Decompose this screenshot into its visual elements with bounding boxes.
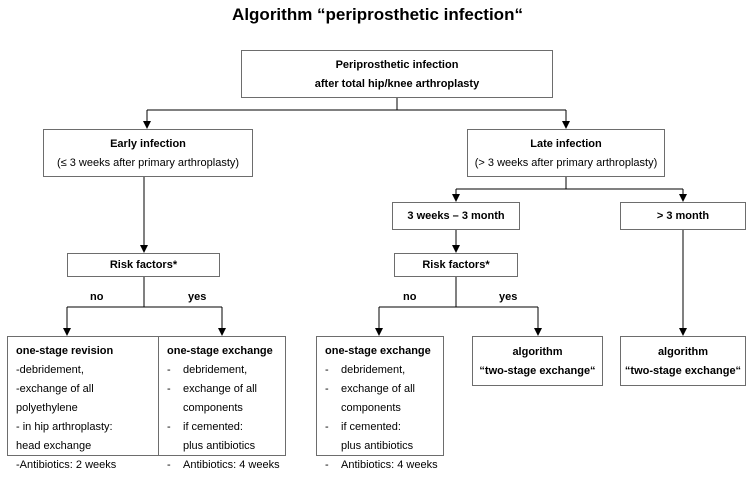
box-3-weeks-3-month: 3 weeks – 3 month: [392, 202, 520, 230]
exchange-left-item: -if cemented:: [167, 421, 243, 433]
exchange-right-item: -debridement,: [325, 364, 406, 376]
risk-left-label: Risk factors*: [109, 259, 178, 271]
algo-right-line1: algorithm: [657, 346, 709, 358]
exchange-left-item: -debridement,: [167, 364, 248, 376]
box-one-stage-revision: one-stage revision -debridement, -exchan…: [7, 336, 159, 471]
box-risk-factors-right: Risk factors*: [394, 253, 518, 277]
one-stage-revision-title: one-stage revision: [16, 345, 114, 357]
exchange-left-item: components: [183, 402, 243, 414]
late-subtitle: (> 3 weeks after primary arthroplasty): [474, 157, 658, 169]
box-early-infection: Early infection (≤ 3 weeks after primary…: [43, 129, 253, 177]
late-3w-3m-label: 3 weeks – 3 month: [407, 210, 505, 222]
root-line2: after total hip/knee arthroplasty: [314, 78, 480, 90]
exchange-left-item: -Antibiotics: 4 weeks: [167, 459, 280, 471]
revision-line: polyethylene: [16, 402, 78, 414]
box-algorithm-two-stage-mid: algorithm “two-stage exchange“: [472, 336, 603, 386]
revision-line: -Antibiotics: 2 weeks: [16, 459, 117, 471]
diagram-title: Algorithm “periprosthetic infection“: [232, 5, 523, 24]
revision-line: - in hip arthroplasty:: [16, 421, 113, 433]
risk-right-label: Risk factors*: [422, 259, 490, 271]
revision-line: head exchange: [16, 440, 92, 452]
branch-label-no-right: no: [403, 291, 417, 303]
box-greater-3-month: > 3 month: [620, 202, 746, 230]
one-stage-exchange-right-title: one-stage exchange: [325, 345, 431, 357]
revision-line: -debridement,: [16, 364, 84, 376]
branch-label-yes-right: yes: [499, 291, 518, 303]
exchange-right-item: plus antibiotics: [341, 440, 414, 452]
branch-label-yes-left: yes: [188, 291, 207, 303]
late-title: Late infection: [530, 138, 602, 150]
box-periprosthetic-infection: Periprosthetic infection after total hip…: [241, 50, 553, 98]
early-subtitle: (≤ 3 weeks after primary arthroplasty): [56, 157, 240, 169]
late-gt3m-label: > 3 month: [656, 210, 710, 222]
algo-right-line2: “two-stage exchange“: [624, 365, 742, 377]
algo-mid-line2: “two-stage exchange“: [479, 365, 596, 377]
early-title: Early infection: [110, 138, 186, 150]
exchange-right-item: -Antibiotics: 4 weeks: [325, 459, 438, 471]
branch-label-no-left: no: [90, 291, 104, 303]
box-algorithm-two-stage-right: algorithm “two-stage exchange“: [620, 336, 746, 386]
exchange-right-item: -if cemented:: [325, 421, 401, 433]
box-one-stage-exchange-right: one-stage exchange -debridement, -exchan…: [316, 336, 444, 471]
revision-line: -exchange of all: [16, 383, 94, 395]
algo-mid-line1: algorithm: [512, 346, 563, 358]
one-stage-exchange-left-title: one-stage exchange: [167, 345, 273, 357]
exchange-right-item: -exchange of all: [325, 383, 415, 395]
exchange-right-item: components: [341, 402, 401, 414]
exchange-left-item: -exchange of all: [167, 383, 257, 395]
box-one-stage-exchange-left: one-stage exchange -debridement, -exchan…: [158, 336, 286, 471]
root-line1: Periprosthetic infection: [335, 59, 459, 71]
box-late-infection: Late infection (> 3 weeks after primary …: [467, 129, 665, 177]
exchange-left-item: plus antibiotics: [183, 440, 256, 452]
box-risk-factors-left: Risk factors*: [67, 253, 220, 277]
